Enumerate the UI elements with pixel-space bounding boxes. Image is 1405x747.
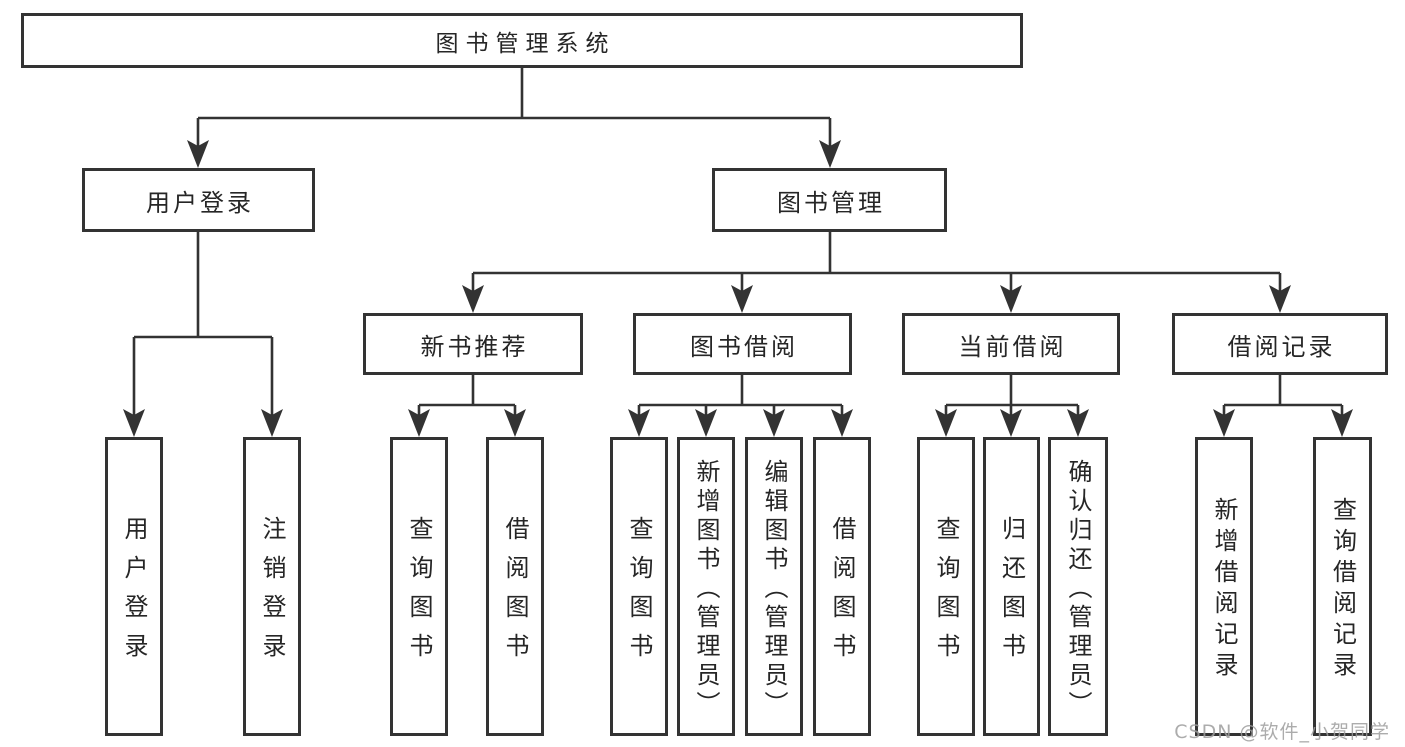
node-label: 用户登录 — [146, 188, 254, 217]
node-current-borrowing: 当前借阅 — [902, 313, 1120, 375]
node-label: 新书推荐 — [420, 332, 529, 361]
node-library-management-system: 图书管理系统 — [21, 13, 1023, 68]
csdn-watermark: CSDN @软件_小贺同学 — [1174, 721, 1390, 743]
node-label: 图书管理系统 — [435, 30, 616, 57]
leaf-label: 确认归还（管理员） — [1064, 458, 1092, 720]
node-label: 图书管理 — [777, 188, 885, 217]
node-label: 图书借阅 — [690, 332, 798, 361]
leaf-query-books-1: 查询图书 — [390, 437, 448, 736]
leaf-label: 归还图书 — [997, 516, 1026, 672]
leaf-label: 新增图书（管理员） — [692, 458, 720, 720]
leaf-borrow-books-2: 借阅图书 — [813, 437, 871, 736]
leaf-label: 查询图书 — [405, 516, 433, 672]
node-label: 当前借阅 — [958, 332, 1067, 361]
leaf-label: 编辑图书（管理员） — [760, 458, 788, 720]
leaf-label: 查询图书 — [625, 516, 653, 672]
leaf-label: 借阅图书 — [501, 516, 529, 672]
node-user-login: 用户登录 — [82, 168, 315, 232]
leaf-label: 新增借阅记录 — [1210, 497, 1238, 683]
node-label: 借阅记录 — [1227, 332, 1336, 361]
node-borrowing-records: 借阅记录 — [1172, 313, 1388, 375]
leaf-add-books-admin: 新增图书（管理员） — [677, 437, 735, 736]
leaf-add-borrow-record: 新增借阅记录 — [1195, 437, 1253, 736]
leaf-label: 借阅图书 — [828, 516, 856, 672]
leaf-query-borrow-record: 查询借阅记录 — [1313, 437, 1372, 736]
leaf-logout: 注销登录 — [243, 437, 301, 736]
leaf-label: 查询图书 — [932, 516, 960, 672]
leaf-label: 注销登录 — [258, 516, 286, 672]
leaf-query-books-2: 查询图书 — [610, 437, 668, 736]
leaf-label: 查询借阅记录 — [1328, 497, 1357, 683]
node-new-book-recommend: 新书推荐 — [363, 313, 583, 375]
leaf-user-login: 用户登录 — [105, 437, 163, 736]
leaf-borrow-books-1: 借阅图书 — [486, 437, 544, 736]
leaf-label: 用户登录 — [120, 516, 148, 672]
leaf-confirm-return-admin: 确认归还（管理员） — [1048, 437, 1108, 736]
node-book-borrowing: 图书借阅 — [633, 313, 852, 375]
leaf-query-books-3: 查询图书 — [917, 437, 975, 736]
leaf-return-books: 归还图书 — [983, 437, 1040, 736]
node-book-management: 图书管理 — [712, 168, 947, 232]
leaf-edit-books-admin: 编辑图书（管理员） — [745, 437, 803, 736]
